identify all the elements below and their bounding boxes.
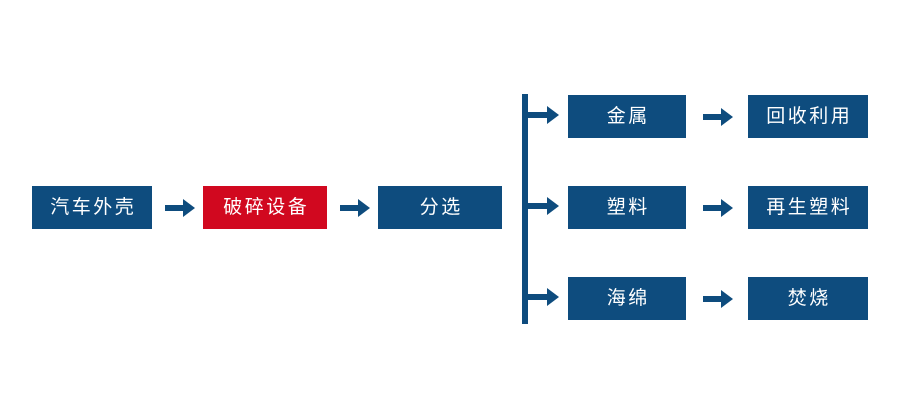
node-sorting[interactable]: 分选 (378, 186, 502, 229)
arrow-right-icon-shredder-to-sorting (340, 197, 370, 219)
node-shredder-equipment[interactable]: 破碎设备 (203, 186, 327, 229)
node-destination-recycle[interactable]: 回收利用 (748, 95, 868, 138)
node-destination-regenerated-plastic[interactable]: 再生塑料 (748, 186, 868, 229)
node-material-sponge[interactable]: 海绵 (568, 277, 686, 320)
node-car-shell[interactable]: 汽车外壳 (32, 186, 152, 229)
arrow-right-icon-metal-to-recycle (703, 106, 733, 128)
node-material-metal[interactable]: 金属 (568, 95, 686, 138)
arrow-right-icon-shell-to-shredder (165, 197, 195, 219)
node-material-plastic[interactable]: 塑料 (568, 186, 686, 229)
arrow-right-icon-sponge-to-incineration (703, 288, 733, 310)
arrow-right-icon-plastic-to-regenerated (703, 197, 733, 219)
split-connector-icon (519, 94, 567, 324)
node-destination-incineration[interactable]: 焚烧 (748, 277, 868, 320)
